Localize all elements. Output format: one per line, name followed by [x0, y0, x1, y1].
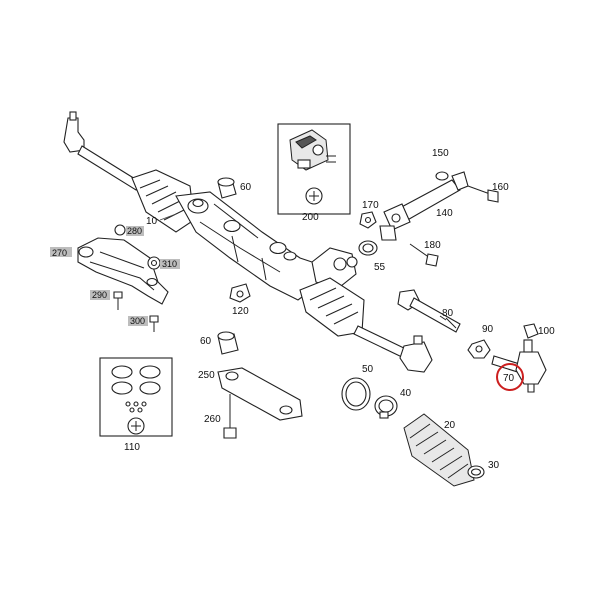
part-170-nut[interactable]: [359, 211, 377, 229]
part-80-inner-tie-rod[interactable]: [397, 289, 461, 333]
part-100-nut[interactable]: [523, 323, 539, 339]
label-150: 150: [432, 148, 449, 159]
part-160-bolt[interactable]: [467, 185, 499, 203]
label-50: 50: [362, 364, 374, 375]
part-60-mount-lower[interactable]: [217, 331, 239, 355]
highlight-circle-70: [496, 363, 524, 391]
label-200: 200: [302, 212, 319, 223]
part-180-bolt[interactable]: [409, 243, 439, 267]
part-250-plate[interactable]: [217, 367, 303, 421]
label-40: 40: [400, 388, 412, 399]
part-110-seal-kit[interactable]: [99, 357, 173, 437]
part-260-bolt[interactable]: [223, 394, 237, 439]
label-160: 160: [492, 182, 509, 193]
part-290-bolt[interactable]: [113, 291, 123, 310]
label-60-top: 60: [240, 182, 252, 193]
part-300-bolt[interactable]: [149, 315, 159, 332]
label-110: 110: [124, 442, 140, 453]
part-20-bellows[interactable]: [403, 413, 475, 487]
part-30-small-clamp[interactable]: [467, 465, 485, 479]
part-310-bushing[interactable]: [147, 256, 161, 270]
part-150-seal[interactable]: [435, 171, 449, 181]
label-140: 140: [436, 208, 453, 219]
part-140-intermediate-shaft[interactable]: [379, 171, 469, 241]
label-250: 250: [198, 370, 215, 381]
label-310: 310: [162, 259, 177, 269]
steering-rack-assembly[interactable]: [63, 111, 433, 373]
part-120-clamp[interactable]: [229, 283, 251, 303]
label-300: 300: [130, 316, 145, 326]
label-100: 100: [538, 326, 555, 337]
label-270: 270: [52, 248, 67, 258]
part-280-nut[interactable]: [114, 224, 126, 236]
label-60-lower: 60: [200, 336, 212, 347]
label-80: 80: [442, 308, 454, 319]
part-55-seal-ring[interactable]: [358, 240, 378, 256]
part-90-nut[interactable]: [467, 339, 491, 359]
part-200-valve-inset[interactable]: [277, 123, 351, 215]
label-120: 120: [232, 306, 249, 317]
label-30: 30: [488, 460, 500, 471]
label-170: 170: [362, 200, 379, 211]
part-40-hose-clamp[interactable]: [374, 395, 398, 419]
label-10: 10: [146, 216, 158, 227]
label-90: 90: [482, 324, 494, 335]
label-280: 280: [127, 226, 142, 236]
part-270-bracket[interactable]: [77, 237, 169, 305]
part-60-mount-top[interactable]: [217, 177, 237, 199]
label-20: 20: [444, 420, 456, 431]
label-260: 260: [204, 414, 221, 425]
label-180: 180: [424, 240, 441, 251]
label-70: 70: [503, 373, 515, 384]
label-55: 55: [374, 262, 386, 273]
part-50-band-clamp[interactable]: [341, 377, 371, 411]
label-290: 290: [92, 290, 107, 300]
